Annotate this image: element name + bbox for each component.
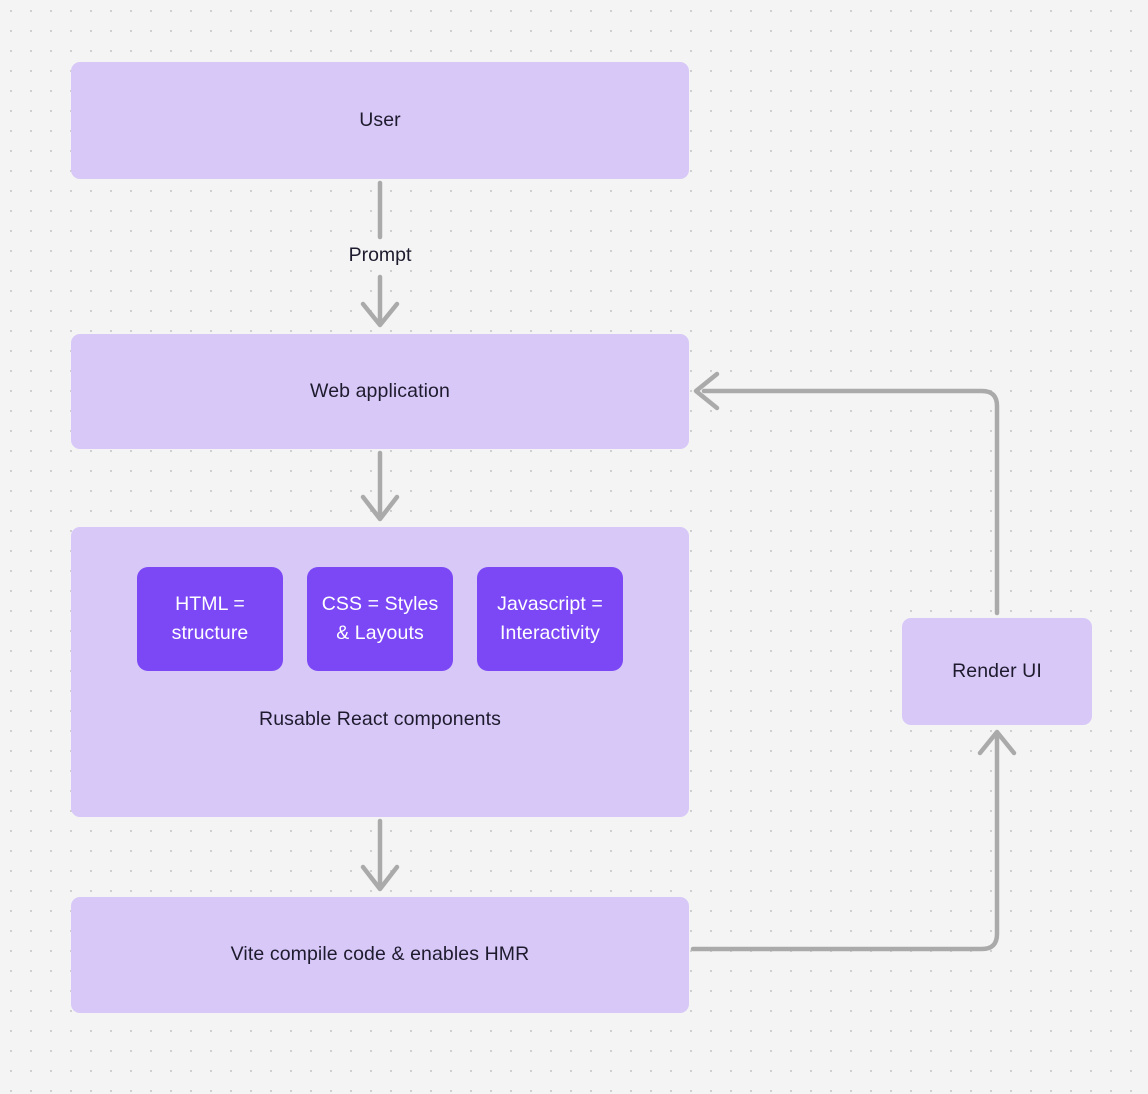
node-web-application-label: Web application	[310, 379, 450, 402]
node-react-components-caption: Rusable React components	[259, 708, 501, 731]
inner-node-css-line2: & Layouts	[336, 622, 424, 644]
edge-webapp-to-components	[360, 450, 400, 522]
node-web-application[interactable]: Web application	[71, 334, 689, 449]
inner-node-html-line1: HTML =	[175, 593, 245, 616]
inner-node-javascript[interactable]: Javascript = Interactivity	[477, 567, 623, 671]
node-render-ui-label: Render UI	[952, 659, 1042, 682]
node-react-components-group[interactable]: HTML = structure CSS = Styles & Layouts …	[71, 527, 689, 817]
node-render-ui[interactable]: Render UI	[902, 618, 1092, 725]
inner-node-javascript-line2: Interactivity	[500, 622, 600, 644]
node-vite-label: Vite compile code & enables HMR	[230, 943, 530, 966]
inner-node-javascript-label: Javascript = Interactivity	[497, 590, 603, 648]
edge-components-to-vite	[360, 818, 400, 892]
edge-vite-to-render	[690, 729, 1017, 952]
inner-node-javascript-line1: Javascript =	[497, 593, 603, 616]
inner-node-html-line2: structure	[171, 622, 249, 644]
inner-node-css[interactable]: CSS = Styles & Layouts	[307, 567, 453, 671]
inner-node-html-label: HTML = structure	[172, 590, 249, 648]
inner-node-css-line1: CSS = Styles	[321, 593, 439, 616]
node-vite[interactable]: Vite compile code & enables HMR	[71, 897, 689, 1013]
edge-label-prompt: Prompt	[348, 244, 412, 267]
edge-render-to-webapp	[693, 371, 1000, 616]
node-user-label: User	[359, 108, 401, 131]
inner-node-html[interactable]: HTML = structure	[137, 567, 283, 671]
node-user[interactable]: User	[71, 62, 689, 179]
inner-node-css-label: CSS = Styles & Layouts	[322, 590, 439, 648]
